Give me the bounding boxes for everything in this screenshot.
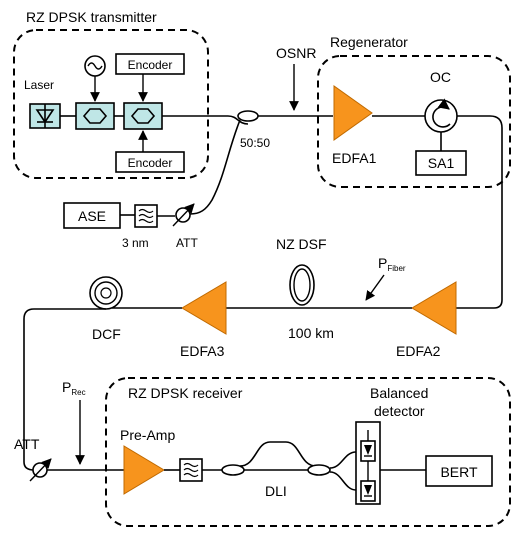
fiber-spool-icon xyxy=(289,264,315,306)
bert-label: BERT xyxy=(440,464,478,480)
p-rec-label: PRec xyxy=(62,379,86,397)
regenerator-boundary xyxy=(317,55,511,188)
osnr-label: OSNR xyxy=(276,45,316,61)
ase-source-box xyxy=(63,202,121,229)
regenerator-title: Regenerator xyxy=(330,34,408,50)
coupler-ratio-label: 50:50 xyxy=(240,136,270,150)
saturable-absorber-label: SA1 xyxy=(428,155,455,171)
encoder-top-box xyxy=(115,53,185,75)
nzdsf-label: NZ DSF xyxy=(276,236,327,252)
ase-branch-fiber xyxy=(189,119,241,215)
ase-source-label: ASE xyxy=(78,208,106,224)
balanced-detector-label-line1: Balanced xyxy=(370,385,428,401)
edfa2-label: EDFA2 xyxy=(396,343,441,359)
edfa1-label: EDFA1 xyxy=(332,150,377,166)
preamp-label: Pre-Amp xyxy=(120,427,175,443)
edfa3-label: EDFA3 xyxy=(180,343,225,359)
balanced-detector-label-line2: detector xyxy=(374,403,425,419)
laser-label: Laser xyxy=(24,78,54,92)
att-label: ATT xyxy=(176,236,198,250)
preamp-amplifier-icon xyxy=(123,445,165,495)
laser-diode-icon xyxy=(29,103,61,129)
rx-variable-attenuator-icon xyxy=(29,458,52,482)
optical-filter-icon xyxy=(134,204,158,228)
link-to-receiver-fiber xyxy=(23,308,106,430)
regenerator-group: Regenerator EDFA1 OC SA1 xyxy=(317,34,511,188)
optical-circulator-icon xyxy=(424,98,458,133)
pulse-carver-modulator-icon xyxy=(75,102,115,130)
circulator-label: OC xyxy=(430,69,451,85)
regenerator-output-fiber xyxy=(456,128,503,309)
encoder-bottom-box xyxy=(115,151,185,173)
receiver-title: RZ DPSK receiver xyxy=(128,385,243,401)
transmitter-boundary xyxy=(13,29,209,179)
dcf-spool-icon xyxy=(89,276,123,310)
clock-source-icon xyxy=(84,55,106,77)
edfa3-amplifier-icon xyxy=(181,281,227,335)
dli-label: DLI xyxy=(265,483,287,499)
dcf-label: DCF xyxy=(92,326,121,342)
filter-bandwidth-label: 3 nm xyxy=(122,236,149,250)
edfa1-amplifier-icon xyxy=(333,85,373,141)
fiber-length-label: 100 km xyxy=(288,325,334,341)
delay-line-interferometer-icon xyxy=(221,441,331,476)
coupler-50-50-icon xyxy=(227,110,333,125)
balanced-photodetector-icon xyxy=(355,421,381,505)
transmitter-group: RZ DPSK transmitter Laser Encoder xyxy=(13,9,209,179)
encoder-bottom-label: Encoder xyxy=(128,156,173,170)
p-fiber-label: PFiber xyxy=(378,255,406,273)
rx-optical-filter-icon xyxy=(179,458,203,482)
saturable-absorber-box xyxy=(415,150,467,176)
edfa2-amplifier-icon xyxy=(411,281,457,335)
receiver-boundary xyxy=(105,377,511,527)
variable-attenuator-icon xyxy=(172,203,195,227)
rx-att-label: ATT xyxy=(14,436,40,452)
receiver-group: RZ DPSK receiver PRec ATT Pre-Amp DLI xyxy=(14,377,511,527)
p-fiber-arrow xyxy=(365,274,385,301)
transmitter-title: RZ DPSK transmitter xyxy=(26,9,157,25)
bert-box xyxy=(425,455,493,487)
encoder-top-label: Encoder xyxy=(128,58,173,72)
phase-modulator-icon xyxy=(123,102,163,130)
